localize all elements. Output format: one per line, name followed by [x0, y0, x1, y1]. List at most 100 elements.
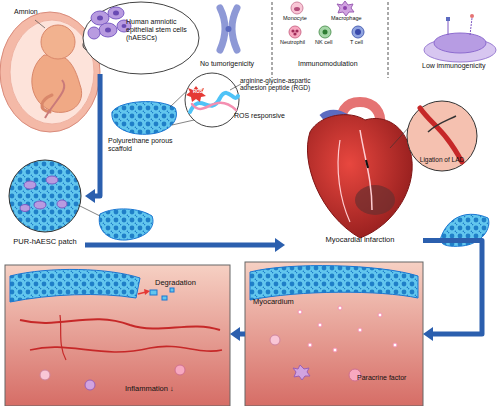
text-label: No tumorigenicity [200, 60, 266, 68]
chromosome-arm [232, 8, 237, 50]
amniotic-sac [10, 20, 94, 124]
text-label: Macrophage [331, 15, 365, 21]
arrow-head [230, 327, 240, 341]
nucleus-lobe [293, 32, 296, 35]
node-region: DegradationInflammation ↓ [5, 265, 230, 406]
leader-line [230, 84, 241, 90]
flow-arrow [85, 238, 285, 252]
arrow-head [85, 189, 95, 203]
stem-cell [24, 181, 36, 189]
ligation-mark [366, 160, 368, 168]
paracrine-dot [298, 310, 302, 314]
node-region: Myocardial infarction [285, 100, 423, 248]
divider [388, 2, 389, 78]
node-text: PUR-hAESC patch [5, 238, 85, 247]
paracrine-dot [308, 343, 312, 347]
divider [272, 2, 273, 78]
stem-cell [20, 205, 30, 212]
arrow-head [144, 289, 150, 295]
nucleus [355, 29, 361, 35]
receptor [448, 20, 449, 35]
node-text: Inflammation ↓ [125, 385, 205, 394]
nk-cell [319, 26, 331, 38]
nucleus [97, 16, 103, 21]
patch [440, 214, 489, 246]
text-label: Monocyte [283, 15, 313, 21]
coronary-vessel [338, 140, 350, 222]
rgd-chain [192, 103, 236, 110]
zoom-circle [83, 2, 199, 74]
node-region: ROSarginine-glycine-aspartic adhesion pe… [182, 72, 334, 130]
zoom-circle [9, 160, 81, 232]
receptor [470, 18, 472, 35]
nucleus [343, 6, 347, 10]
stem-cell [57, 200, 67, 208]
leader-line [172, 120, 194, 125]
heart [307, 115, 412, 238]
fetus-head [41, 25, 75, 59]
text-label: NK cell [315, 39, 339, 45]
patch [99, 209, 153, 240]
patch-fragment [162, 296, 167, 300]
node-text: ROS [188, 89, 208, 94]
porous-scaffold [112, 102, 177, 135]
text-label: Immunomodulation [298, 60, 368, 68]
receptor-head [470, 14, 474, 18]
leader-line [35, 20, 45, 28]
flow-arrow [230, 327, 245, 341]
paracrine-dot [318, 323, 322, 327]
arrow-shaft [423, 241, 482, 334]
node-region: Human amniotic epithelial stem cells (hA… [82, 2, 200, 74]
text-label: T cell [350, 39, 372, 45]
node-text: Paracrine factor [357, 374, 421, 382]
patch [250, 266, 418, 300]
paracrine-dot [358, 328, 362, 332]
node-region: MyocardiumParacrine factor [245, 262, 423, 406]
nucleus [113, 11, 119, 16]
coronary-vessel [360, 130, 372, 210]
leader-line [78, 205, 100, 216]
nucleus [105, 28, 111, 33]
infarct-area [355, 185, 395, 215]
centromere [226, 26, 232, 32]
arrow-shaft [85, 243, 276, 248]
paracrine-dot [333, 348, 337, 352]
fetus-body [32, 55, 82, 112]
umbilical-cord [45, 80, 64, 118]
paracrine-dot [338, 306, 342, 310]
zoom-circle [185, 73, 239, 127]
node-text: ROS responsive [234, 112, 298, 120]
paracrine-dot [393, 343, 397, 347]
node-text: Myocardial infarction [305, 236, 415, 245]
nucleus-lobe [295, 29, 298, 32]
monocyte-cell [291, 2, 303, 14]
ligature [428, 116, 456, 132]
blood-vessel [60, 315, 66, 360]
nucleus [294, 7, 300, 11]
node-region: PUR-hAESC patch [5, 158, 85, 258]
arrow-head [423, 327, 433, 341]
arrow-head [275, 238, 285, 252]
nucleus [122, 24, 127, 28]
stem-cell [34, 201, 46, 209]
text-label: Polyurethane porous scaffold [108, 137, 182, 153]
paracrine-dot [378, 313, 382, 317]
text-label: Neutrophil [280, 39, 312, 45]
node-text: Myocardium [253, 298, 313, 307]
arrow-shaft [94, 74, 100, 196]
chromosome-arm [220, 8, 225, 50]
node-text: Ligation of LAD [410, 156, 474, 163]
node-region: Ligation of LAD [406, 100, 478, 172]
macrophage-cell [293, 365, 310, 380]
tissue-panel [5, 265, 230, 406]
flow-arrow [423, 241, 482, 341]
immune-cell [270, 335, 280, 345]
degrading-patch [10, 269, 140, 302]
immune-cell [175, 365, 185, 375]
text-label: Low immunogenicity [422, 62, 498, 70]
text-label: Amnion [14, 8, 54, 16]
node-text: Human amniotic epithelial stem cells (hA… [126, 18, 196, 42]
lad-artery [420, 108, 462, 162]
